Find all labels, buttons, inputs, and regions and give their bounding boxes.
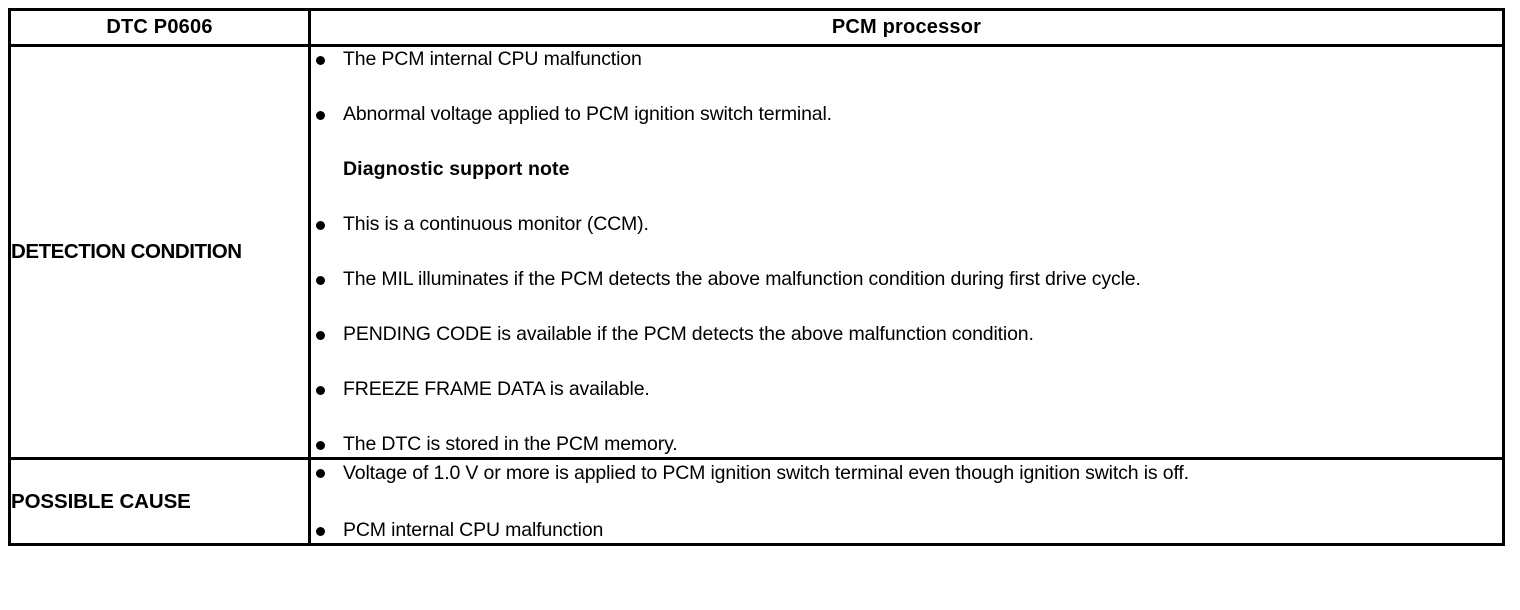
table-header-row: DTC P0606 PCM processor bbox=[8, 8, 1505, 47]
list-item-text: Abnormal voltage applied to PCM ignition… bbox=[343, 103, 832, 125]
list-item-text: The DTC is stored in the PCM memory. bbox=[343, 433, 678, 455]
list-item-text: PENDING CODE is available if the PCM det… bbox=[343, 323, 1034, 345]
note-heading-text: Diagnostic support note bbox=[343, 158, 570, 180]
possible-cause-label: POSSIBLE CAUSE bbox=[11, 489, 191, 513]
detection-condition-body-cell: The PCM internal CPU malfunction Abnorma… bbox=[308, 44, 1505, 460]
list-item: FREEZE FRAME DATA is available. bbox=[311, 377, 1502, 402]
list-item: PCM internal CPU malfunction bbox=[311, 518, 1502, 543]
detection-condition-label: DETECTION CONDITION bbox=[11, 240, 242, 263]
dtc-table: DTC P0606 PCM processor DETECTION CONDIT… bbox=[8, 8, 1505, 546]
list-item: The MIL illuminates if the PCM detects t… bbox=[311, 267, 1502, 292]
list-item-text: The MIL illuminates if the PCM detects t… bbox=[343, 268, 1141, 290]
detection-condition-row: DETECTION CONDITION The PCM internal CPU… bbox=[8, 44, 1505, 460]
list-item: PENDING CODE is available if the PCM det… bbox=[311, 322, 1502, 347]
dtc-code-cell: DTC P0606 bbox=[8, 8, 311, 47]
possible-cause-list: Voltage of 1.0 V or more is applied to P… bbox=[311, 460, 1502, 543]
list-item: The DTC is stored in the PCM memory. bbox=[311, 432, 1502, 457]
possible-cause-row: POSSIBLE CAUSE Voltage of 1.0 V or more … bbox=[8, 457, 1505, 546]
list-item: This is a continuous monitor (CCM). bbox=[311, 212, 1502, 237]
diagnostic-support-note-heading: Diagnostic support note bbox=[311, 157, 1502, 182]
possible-cause-body-cell: Voltage of 1.0 V or more is applied to P… bbox=[308, 457, 1505, 546]
list-item-text: PCM internal CPU malfunction bbox=[343, 519, 604, 541]
list-item-text: This is a continuous monitor (CCM). bbox=[343, 213, 649, 235]
list-item-text: The PCM internal CPU malfunction bbox=[343, 48, 642, 70]
list-item-text: FREEZE FRAME DATA is available. bbox=[343, 378, 650, 400]
possible-cause-label-cell: POSSIBLE CAUSE bbox=[8, 457, 311, 546]
list-item: The PCM internal CPU malfunction bbox=[311, 47, 1502, 72]
list-item: Abnormal voltage applied to PCM ignition… bbox=[311, 102, 1502, 127]
list-item: Voltage of 1.0 V or more is applied to P… bbox=[311, 460, 1502, 486]
list-item-text: Voltage of 1.0 V or more is applied to P… bbox=[343, 462, 1189, 484]
dtc-title-label: PCM processor bbox=[831, 16, 982, 38]
dtc-code-label: DTC P0606 bbox=[106, 16, 213, 38]
detection-condition-label-cell: DETECTION CONDITION bbox=[8, 44, 311, 460]
dtc-title-cell: PCM processor bbox=[308, 8, 1505, 47]
detection-condition-list: The PCM internal CPU malfunction Abnorma… bbox=[311, 47, 1502, 457]
